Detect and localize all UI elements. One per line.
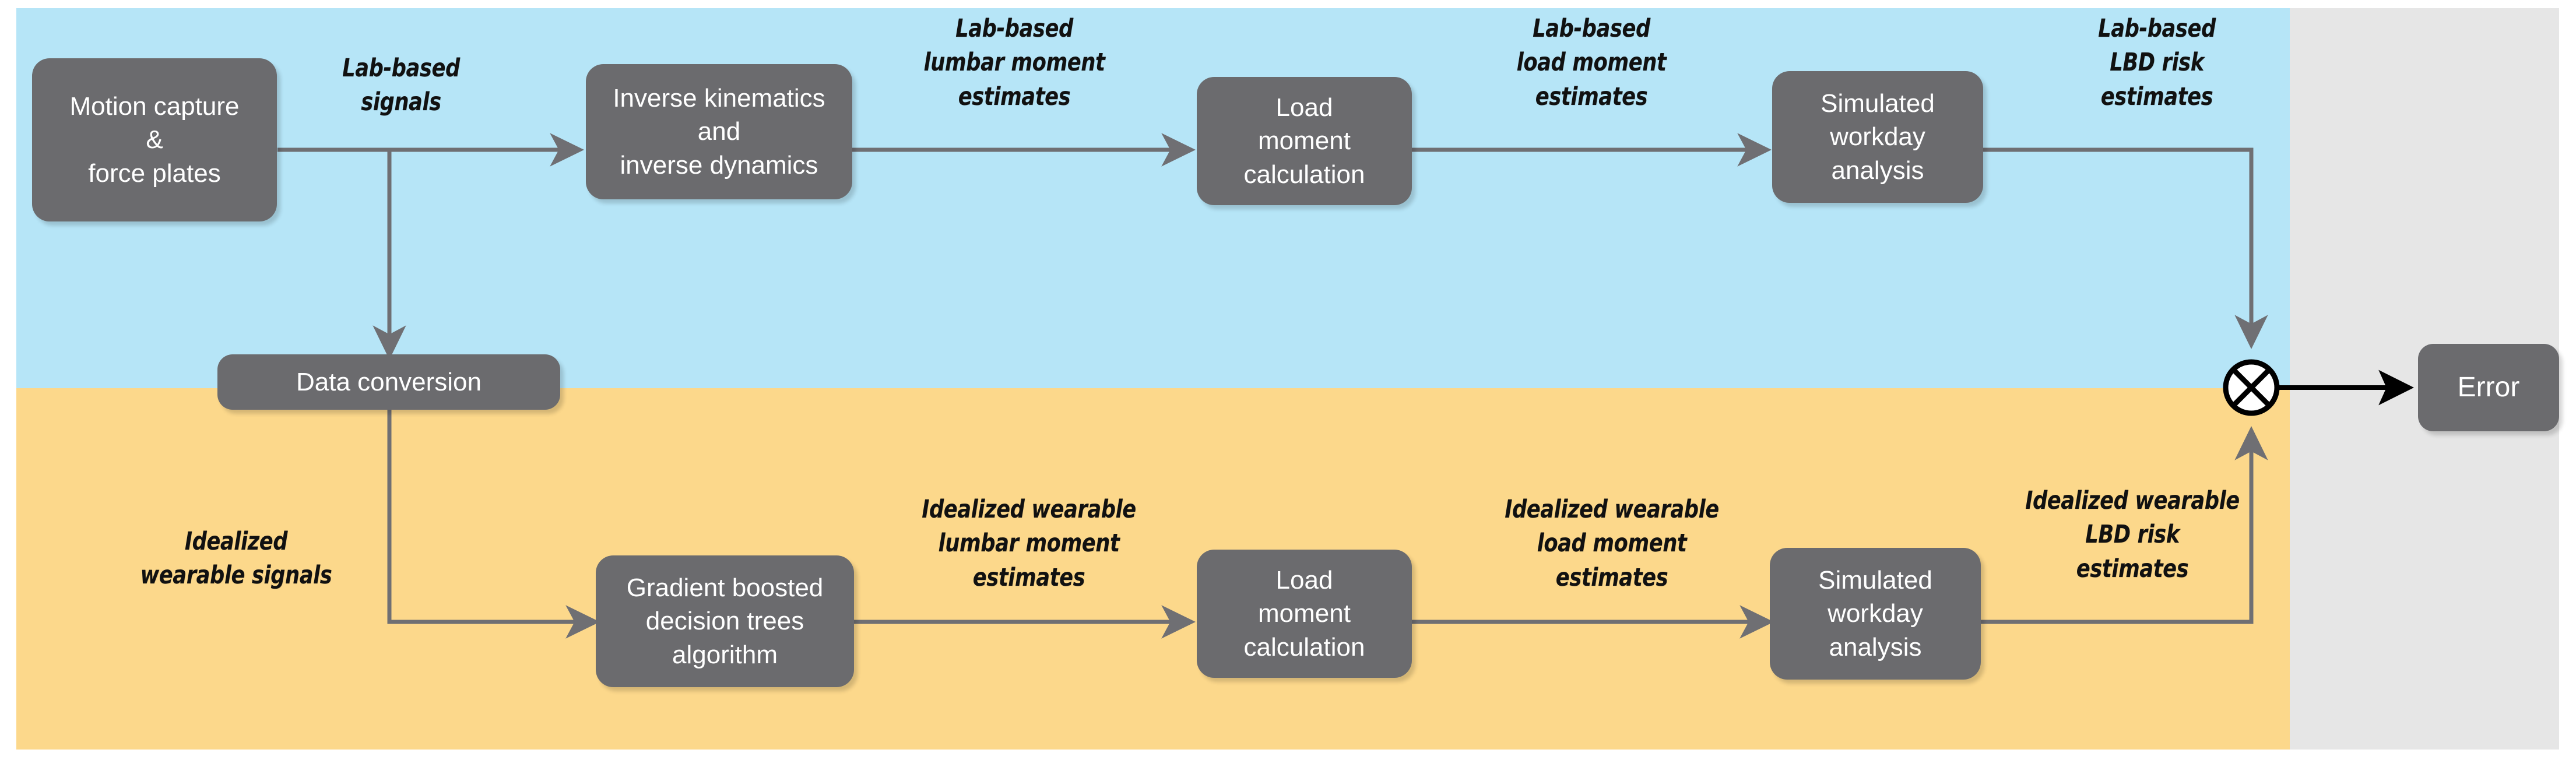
node-data-conversion[interactable]: Data conversion xyxy=(217,354,560,410)
node-error[interactable]: Error xyxy=(2418,344,2559,431)
edge-label-idealized-lumbar-moment: Idealized wearable lumbar moment estimat… xyxy=(922,495,1136,592)
edge-label-lab-lumbar-moment: Lab-based lumbar moment estimates xyxy=(923,14,1105,111)
node-load-moment-top[interactable]: Load moment calculation xyxy=(1197,77,1412,205)
node-simulated-workday-bottom[interactable]: Simulated workday analysis xyxy=(1770,548,1981,680)
node-inverse-kinematics[interactable]: Inverse kinematics and inverse dynamics xyxy=(586,64,852,199)
node-gradient-boosted-trees[interactable]: Gradient boosted decision trees algorith… xyxy=(596,555,854,687)
edge-label-lab-signals: Lab-based signals xyxy=(342,54,460,117)
node-motion-capture[interactable]: Motion capture & force plates xyxy=(32,58,277,221)
edge-label-idealized-lbd-risk: Idealized wearable LBD risk estimates xyxy=(2025,486,2240,583)
node-simulated-workday-top[interactable]: Simulated workday analysis xyxy=(1772,71,1983,203)
edge-label-idealized-load-moment: Idealized wearable load moment estimates xyxy=(1505,495,1719,592)
node-load-moment-bottom[interactable]: Load moment calculation xyxy=(1197,550,1412,678)
edge-label-lab-load-moment: Lab-based load moment estimates xyxy=(1516,14,1667,111)
edge-label-lab-lbd-risk: Lab-based LBD risk estimates xyxy=(2098,14,2216,111)
edge-label-idealized-wearable-signals: Idealized wearable signals xyxy=(140,527,332,590)
